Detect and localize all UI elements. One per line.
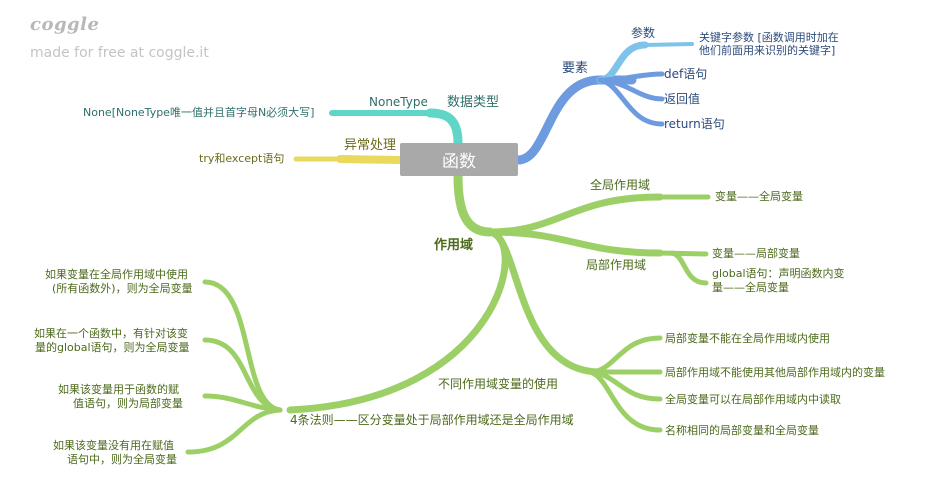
node-scope[interactable]: 作用域 [434,238,474,253]
node-def[interactable]: def语句 [664,67,708,81]
node-global-var[interactable]: 变量——全局变量 [715,190,803,203]
node-none-desc[interactable]: None[NoneType唯一值并且首字母N必须大写] [83,106,315,119]
node-global-scope[interactable]: 全局作用域 [590,178,651,192]
node-rule-3-line2: 值语句，则为局部变量 [73,397,183,410]
connector-rules [286,228,509,414]
connector-rule-2 [202,337,283,413]
connector-exception [336,155,404,164]
connector-keyword-param [643,42,694,47]
node-local-var[interactable]: 变量——局部变量 [712,247,800,260]
node-rule-3-line1[interactable]: 如果该变量用于函数的赋 [58,383,179,396]
connector-return-stmt [597,77,665,127]
central-node-label: 函数 [442,152,476,172]
node-param[interactable]: 参数 [631,26,656,40]
node-rule-2-line1[interactable]: 如果在一个函数中，有针对该变 [34,327,188,340]
node-global-stmt-line2: 量——全局变量 [712,281,789,294]
node-try[interactable]: try和except语句 [199,152,285,165]
node-nonetype[interactable]: NoneType [369,95,428,109]
coggle-logo: coggle [30,14,100,35]
node-keyword-param-line1[interactable]: 关键字参数 [函数调用时加在 [699,31,839,44]
node-return-value[interactable]: 返回值 [664,92,701,106]
connector-elements [513,75,637,165]
node-usage-item-2[interactable]: 局部作用域不能使用其他局部作用域内的变量 [665,366,885,379]
connector-scope [453,171,495,237]
node-rule-2-line2: 量的global语句，则为全局变量 [35,341,190,354]
node-local-scope[interactable]: 局部作用域 [586,258,647,272]
connector-local-var [657,250,709,257]
node-elements[interactable]: 要素 [562,61,589,76]
node-return-stmt[interactable]: return语句 [664,117,725,131]
connector-local-scope [486,228,664,257]
connector-rule-4 [185,407,283,455]
node-rule-4-line1[interactable]: 如果该变量没有用在赋值 [53,439,174,452]
coggle-credit: made for free at coggle.it [30,45,209,61]
node-rule-4-line2: 语句中，则为全局变量 [67,453,177,466]
connector-rule-1 [202,279,283,413]
node-datatype[interactable]: 数据类型 [447,95,500,110]
node-rules[interactable]: 4条法则——区分变量处于局部作用域还是全局作用域 [290,413,574,427]
node-global-stmt-line1[interactable]: global语句：声明函数内变 [712,267,845,280]
connector-usage-4 [587,369,663,433]
connector-datatype [425,108,463,148]
central-node[interactable]: 函数 [400,143,518,176]
connector-usage-1 [587,335,663,375]
connector-global-scope [486,193,664,236]
node-usage[interactable]: 不同作用域变量的使用 [438,377,559,391]
node-rule-1-line1[interactable]: 如果变量在全局作用域中使用 [45,268,188,281]
node-usage-item-4[interactable]: 名称相同的局部变量和全局变量 [665,424,819,437]
connector-global-stmt [669,250,709,286]
node-exception[interactable]: 异常处理 [344,138,397,153]
node-usage-item-1[interactable]: 局部变量不能在全局作用域内使用 [665,332,830,345]
node-keyword-param-line2: 他们前面用来识别的关键字] [699,44,836,57]
node-usage-item-3[interactable]: 全局变量可以在局部作用域内中读取 [665,393,841,406]
node-rule-1-line2: (所有函数外)，则为全局变量 [52,282,193,295]
